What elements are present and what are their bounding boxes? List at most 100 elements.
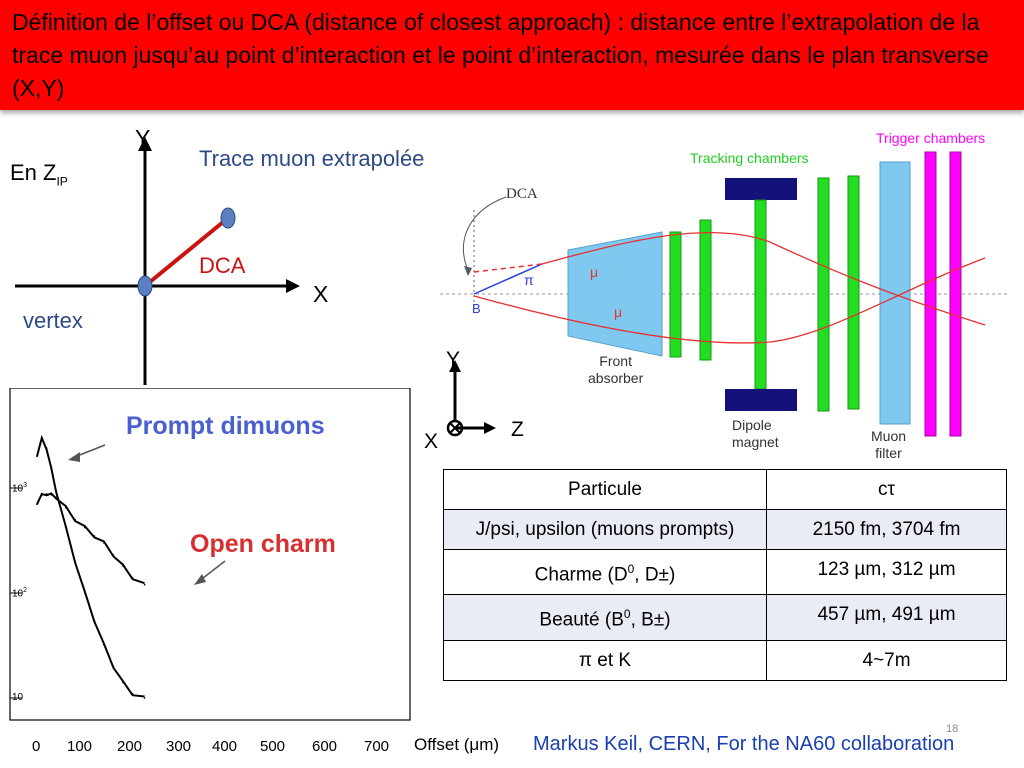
slide-title: Définition de l’offset ou DCA (distance …: [12, 9, 989, 101]
table-row: J/psi, upsilon (muons prompts) 2150 fm, …: [443, 509, 1007, 550]
x-tick-label-500: 500: [260, 738, 286, 755]
plot-frame: [9, 388, 411, 721]
data-point: [131, 692, 134, 695]
data-point: [93, 619, 96, 622]
x-tick-label-700: 700: [364, 738, 390, 755]
vertex-label: vertex: [23, 308, 83, 333]
x-tick-label-200: 200: [117, 738, 143, 755]
data-point: [36, 503, 38, 506]
data-point: [112, 665, 115, 668]
muon-label-bottom: μ: [614, 304, 623, 320]
y-tick-label-100: 102: [12, 587, 28, 600]
x-axis-label: X: [313, 281, 329, 307]
table-cell-particle: J/psi, upsilon (muons prompts): [443, 509, 767, 550]
b-vertex-label: B: [472, 301, 481, 316]
vertex-point: [137, 275, 153, 297]
data-point: [112, 554, 115, 556]
tracking-chamber-3: [817, 177, 830, 412]
trigger-chamber-2: [949, 151, 962, 437]
data-point: [84, 526, 86, 529]
tracking-chamber-1: [669, 231, 682, 358]
tracking-chamber-2: [699, 219, 712, 361]
transverse-plane-schematic: [15, 137, 300, 385]
x-tick-label-300: 300: [166, 738, 192, 755]
muon-track-top: [541, 231, 986, 326]
x-tick-label-600: 600: [312, 738, 338, 755]
x-tick-label-100: 100: [67, 738, 93, 755]
data-point: [93, 535, 96, 537]
table-header-ctau: cτ: [766, 469, 1007, 510]
table-cell-particle: π et K: [443, 639, 767, 681]
y-axis-label: Y: [135, 125, 151, 151]
data-point: [84, 592, 86, 594]
y-axis-arrow: [138, 137, 152, 151]
frame-z-label: Z: [511, 418, 524, 441]
frame-x-axis-circle: [446, 419, 464, 437]
table-cell-ctau: 123 µm, 312 µm: [766, 548, 1007, 596]
front-absorber: [567, 231, 663, 357]
table-header-row: Particule cτ: [443, 469, 1007, 510]
table-row: π et K 4~7m: [443, 639, 1007, 681]
x-tick-label-400: 400: [212, 738, 238, 755]
lifetime-table: Particule cτ J/psi, upsilon (muons promp…: [443, 469, 1007, 681]
data-point: [36, 455, 38, 458]
muon-filter: [879, 161, 911, 425]
dca-line: [143, 216, 230, 288]
detector-diagram: [440, 151, 1010, 437]
dca-label: DCA: [199, 253, 246, 278]
tracking-chambers-label: Tracking chambers: [690, 150, 809, 166]
data-point: [103, 644, 105, 646]
dca-pointer: [462, 196, 507, 271]
data-point: [50, 494, 53, 496]
magnet-chamber: [754, 199, 767, 390]
data-point: [143, 583, 146, 586]
table-header-particule: Particule: [443, 469, 767, 510]
data-point: [55, 496, 57, 498]
prompt-dimuons-curve: [36, 434, 145, 698]
x-axis-arrow: [286, 279, 300, 293]
pion-track: [473, 263, 543, 295]
data-point: [143, 697, 146, 699]
detector-dca-label: DCA: [506, 186, 538, 202]
trigger-chambers-label: Trigger chambers: [876, 130, 986, 146]
table-cell-ctau: 2150 fm, 3704 fm: [766, 509, 1007, 550]
table-cell-particle: Charme (D0, D±): [443, 548, 767, 596]
pion-label: π: [524, 272, 534, 288]
table-row: Charme (D0, D±) 123 µm, 312 µm: [443, 548, 1007, 596]
prompt-dimuons-label: Prompt dimuons: [126, 412, 325, 440]
data-point: [41, 438, 43, 441]
z-ip-label: En ZIP: [10, 160, 68, 189]
frame-y-label: Y: [446, 348, 461, 371]
data-point: [131, 576, 134, 579]
data-point: [55, 489, 57, 492]
y-tick-label-10: 10: [12, 692, 24, 703]
data-point: [64, 506, 67, 509]
data-point: [50, 468, 53, 471]
muon-track-bottom: [473, 257, 986, 344]
frame-x-label: X: [424, 430, 439, 453]
magnet-top: [725, 178, 797, 200]
muon-label-top: μ: [590, 264, 599, 280]
open-charm-label: Open charm: [190, 530, 336, 558]
table-row: Beauté (B0, B±) 457 µm, 491 µm: [443, 594, 1007, 641]
open-charm-curve: [36, 492, 145, 585]
plot-series-layer: [36, 434, 146, 699]
data-point: [45, 447, 48, 449]
table-cell-ctau: 457 µm, 491 µm: [766, 594, 1007, 641]
x-axis-title: Offset (μm): [414, 735, 500, 754]
data-point: [103, 542, 105, 544]
y-tick-label-1000: 103: [12, 482, 28, 495]
data-point: [45, 493, 48, 495]
x-tick-label-0: 0: [32, 738, 41, 755]
tracking-chamber-4: [847, 175, 860, 410]
offset-distribution-plot: [9, 388, 411, 721]
data-point: [122, 681, 124, 684]
data-point: [74, 518, 76, 521]
extrapolated-track: [473, 263, 543, 273]
track-point: [220, 207, 236, 229]
trace-label: Trace muon extrapolée: [199, 146, 425, 171]
credit-line: Markus Keil, CERN, For the NA60 collabor…: [533, 733, 955, 755]
